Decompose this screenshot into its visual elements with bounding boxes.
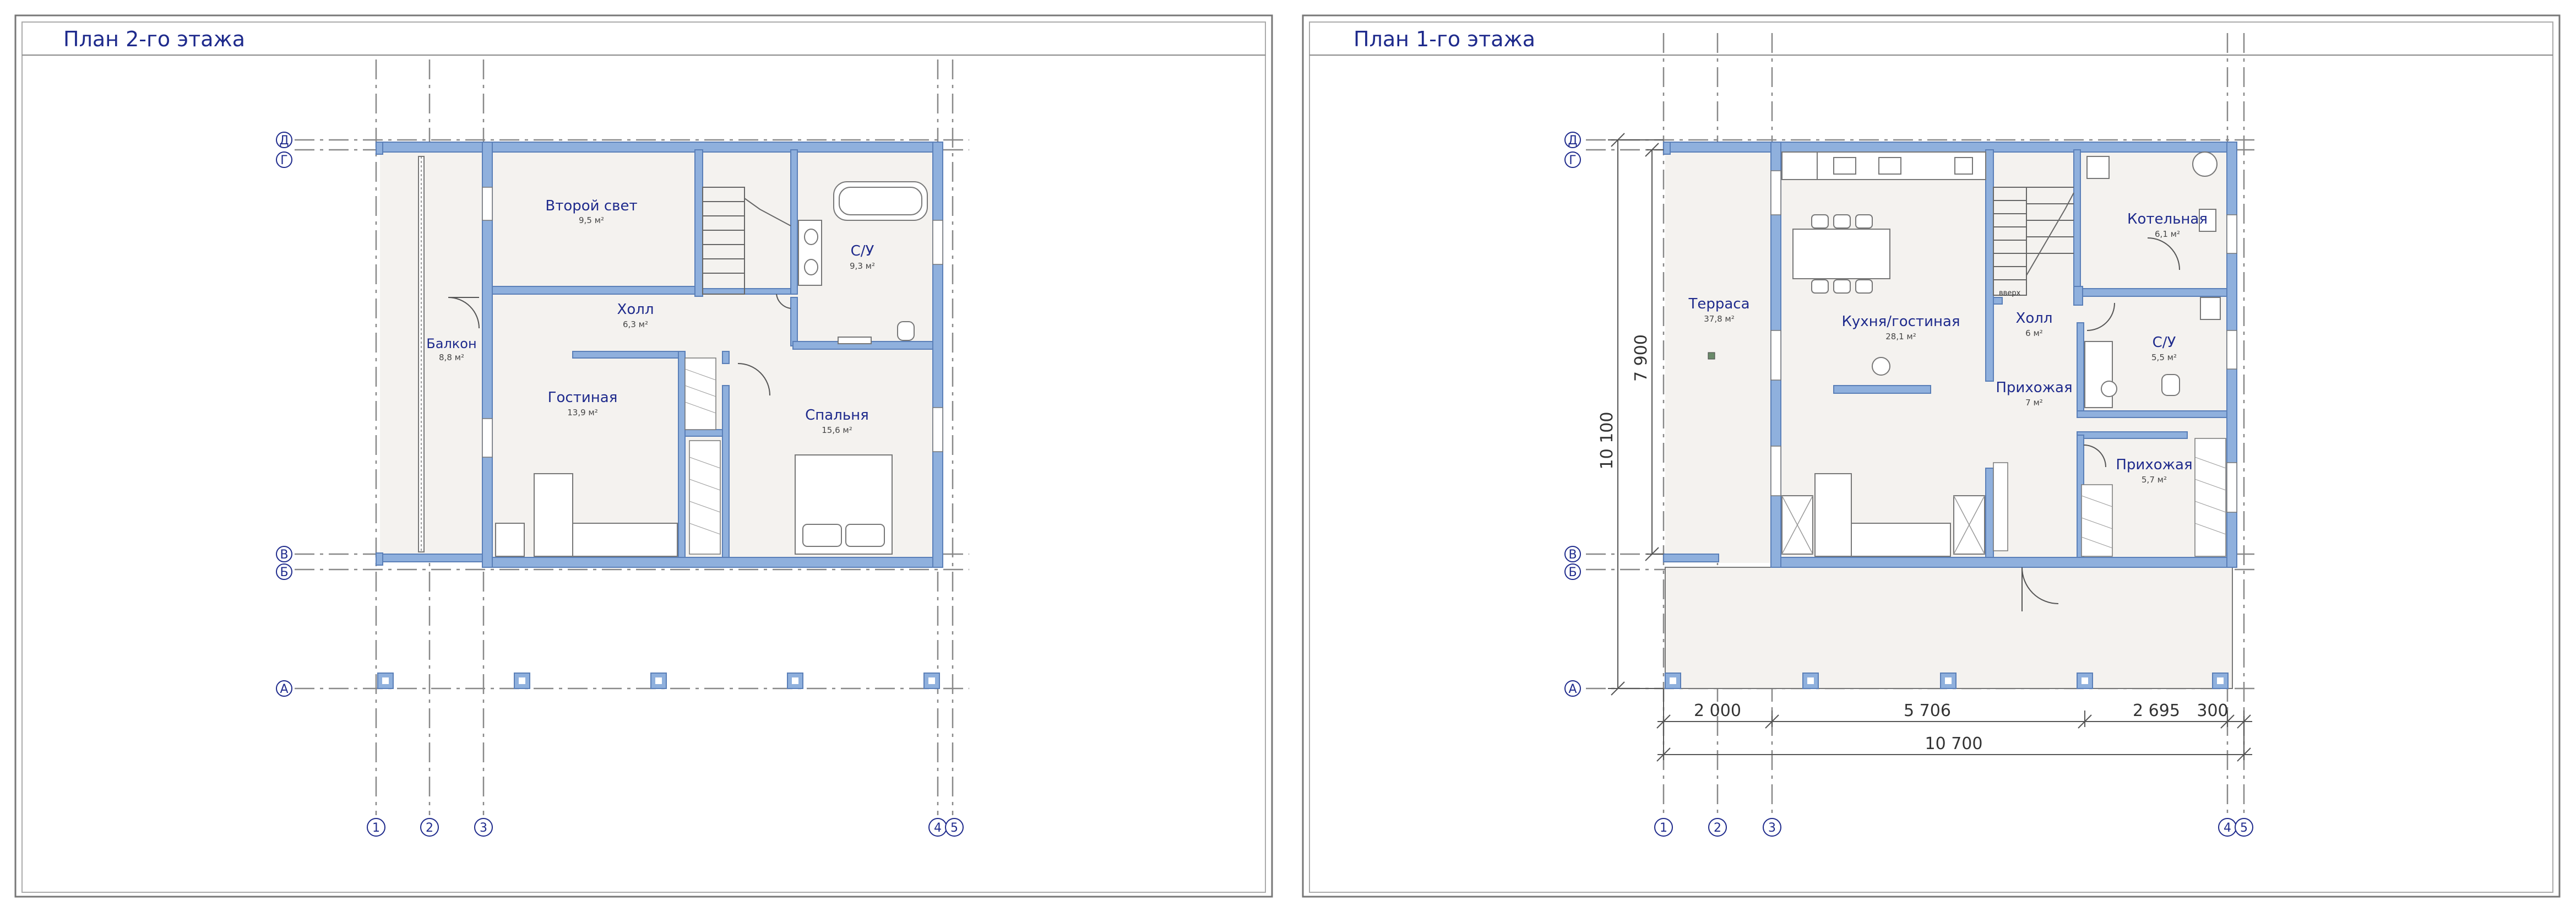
floor1-wardrobes	[1993, 438, 2226, 557]
floor1-doors	[2021, 237, 2180, 611]
axis-label-x: 4	[934, 821, 942, 835]
terrace-marker	[1708, 352, 1715, 360]
floor1-floor	[1665, 150, 2232, 563]
floor1-columns	[1665, 673, 2229, 689]
room-area: 13,9 м²	[567, 408, 598, 417]
axis-label-x: 1	[1660, 821, 1667, 835]
room-name: Прихожая	[1996, 379, 2072, 396]
room-name: Спальня	[805, 407, 869, 424]
room-area: 37,8 м²	[1704, 314, 1735, 324]
terrace-floor-lower	[1665, 567, 2233, 689]
room-name: Терраса	[1688, 296, 1749, 312]
axis-label-y: В	[1568, 548, 1577, 562]
axis-label-x: 4	[2224, 821, 2231, 835]
axis-label-y: А	[280, 682, 288, 696]
axis-label-x: 5	[950, 821, 958, 835]
floor2-bed	[795, 454, 893, 555]
room-area: 8,8 м²	[439, 353, 464, 362]
dimension-segment-3: 2 695	[2133, 701, 2180, 720]
room-name: Холл	[617, 301, 654, 318]
floor1-panel: План 1-го этажа	[1302, 14, 2561, 898]
room-area: 9,5 м²	[579, 215, 604, 225]
room-name: Гостиная	[548, 389, 618, 406]
floor1-staircase	[1993, 187, 2074, 296]
floor2-frame	[14, 14, 1273, 898]
dimension-segment-1: 2 000	[1694, 701, 1741, 720]
room-name: Котельная	[2127, 211, 2208, 227]
axis-label-y: Б	[280, 566, 288, 579]
room-name: Балкон	[426, 336, 476, 351]
room-name: С/У	[2153, 334, 2176, 351]
floor1-horizontal-dimensions	[1656, 688, 2252, 762]
dimension-vertical-total: 10 100	[1597, 412, 1617, 470]
floor1-dimension-labels: 2 000 5 706 2 695 300 10 700	[1694, 701, 2229, 753]
room-name: Второй свет	[545, 198, 637, 214]
floor1-room-labels: Котельная 6,1 м² Терраса 37,8 м² Кухня/г…	[1688, 211, 2208, 485]
floor1-dining-table	[1792, 214, 1890, 294]
floor2-room-labels: Второй свет 9,5 м² С/У 9,3 м² Холл 6,3 м…	[426, 198, 875, 435]
floor1-boiler-fixtures	[2086, 151, 2218, 232]
floor2-staircase	[702, 187, 791, 295]
floor1-inner-frame	[1309, 21, 2553, 893]
axis-label-y: Д	[1568, 134, 1577, 148]
axis-label-x: 1	[372, 821, 380, 835]
room-name: С/У	[851, 243, 874, 259]
floor2-title: План 2-го этажа	[63, 27, 245, 51]
floor1-round-table	[1872, 357, 1890, 376]
axis-label-y: Г	[280, 154, 287, 167]
floor1-frame	[1302, 14, 2561, 898]
axis-label-x: 2	[426, 821, 433, 835]
axis-label-x: 2	[1714, 821, 1721, 835]
floor2-wardrobe-hatch	[684, 368, 721, 535]
room-name: Кухня/гостиная	[1841, 313, 1960, 330]
room-area: 6,3 м²	[623, 319, 648, 329]
floor1-bath-fixtures	[2084, 297, 2221, 408]
stair-direction-label: вверх	[1999, 289, 2021, 297]
floor1-tv	[1833, 385, 1931, 394]
floor2-inner-frame	[21, 21, 1266, 893]
room-area: 15,6 м²	[822, 425, 852, 435]
room-area: 6 м²	[2025, 328, 2043, 338]
room-name: Холл	[2016, 310, 2053, 327]
room-area: 5,7 м²	[2142, 475, 2167, 485]
axis-label-y: А	[1568, 682, 1577, 696]
dimension-segment-4: 300	[2197, 701, 2228, 720]
room-area: 6,1 м²	[2155, 229, 2180, 239]
axis-label-y: Г	[1569, 154, 1576, 167]
floor2-axis-labels: 1 2 3 4 5 Д Г В Б А	[279, 134, 958, 835]
floor1-vertical-dimensions	[1608, 133, 1664, 696]
floor1-axis-labels: 1 2 3 4 5 Д Г В Б А	[1568, 134, 2248, 835]
axis-label-x: 3	[1768, 821, 1776, 835]
floor2-wardrobes	[684, 357, 721, 555]
dimension-total: 10 700	[1925, 734, 1983, 753]
room-area: 7 м²	[2025, 398, 2043, 408]
floor1-kitchen-counter	[1781, 151, 1986, 180]
room-name: Прихожая	[2116, 457, 2192, 473]
dimension-segment-2: 5 706	[1904, 701, 1951, 720]
axis-label-x: 5	[2240, 821, 2248, 835]
floor2-axis-bubbles	[276, 132, 964, 837]
floor2-living-furniture	[495, 473, 678, 557]
axis-label-y: Д	[279, 134, 289, 148]
axis-label-x: 3	[480, 821, 487, 835]
room-area: 9,3 м²	[850, 261, 875, 271]
axis-label-y: В	[280, 548, 288, 562]
floor1-title: План 1-го этажа	[1354, 27, 1535, 51]
room-area: 28,1 м²	[1885, 332, 1916, 341]
floor2-windows	[482, 187, 943, 458]
dimension-vertical-inner: 7 900	[1632, 334, 1651, 382]
floor1-axis-bubbles	[1564, 132, 2253, 837]
floor2-doors	[448, 294, 791, 396]
floor2-bath-fixtures	[798, 181, 928, 344]
floor2-panel: План 2-го этажа	[14, 14, 1273, 898]
room-area: 5,5 м²	[2151, 353, 2177, 362]
floor1-windows	[1770, 170, 2237, 513]
axis-label-y: Б	[1568, 566, 1577, 579]
